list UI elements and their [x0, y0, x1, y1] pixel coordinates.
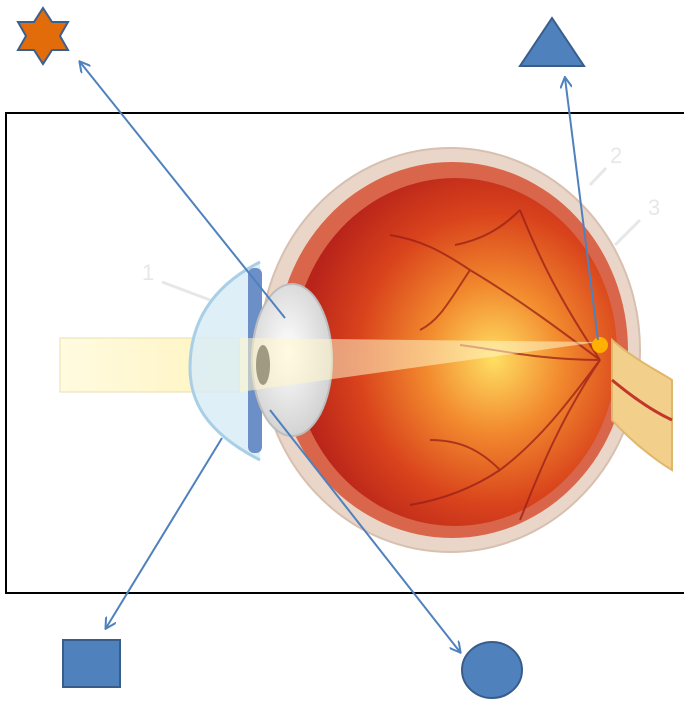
circle-marker [462, 642, 522, 698]
focus-point [592, 337, 608, 353]
triangle-marker [520, 18, 584, 66]
arrow-to-square [106, 438, 222, 628]
star-marker [18, 8, 68, 64]
square-marker [63, 640, 120, 687]
arrow-to-star [80, 62, 285, 318]
ray-label-2: 2 [610, 143, 622, 168]
ray-label-1: 1 [142, 260, 154, 285]
ray-label-3: 3 [648, 195, 660, 220]
optic-nerve [612, 340, 672, 470]
